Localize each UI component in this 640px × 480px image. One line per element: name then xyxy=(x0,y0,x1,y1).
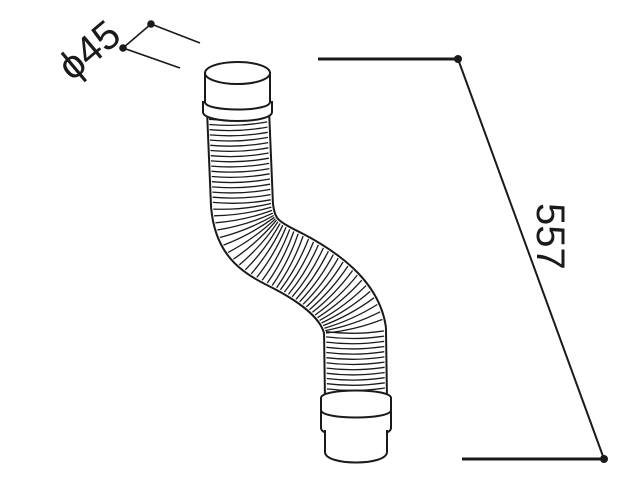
corrugation-ridge xyxy=(215,209,273,224)
corrugation-ridge xyxy=(276,235,304,289)
corrugation-ridge xyxy=(212,193,271,199)
corrugation-ridge xyxy=(238,221,279,266)
corrugation-ridge xyxy=(210,157,270,163)
hose-body xyxy=(208,108,386,401)
corrugation-ridge xyxy=(256,226,287,278)
corrugation-ridge xyxy=(214,206,272,217)
corrugation-ridge xyxy=(291,247,324,298)
corrugation-ridge xyxy=(324,303,378,329)
corrugation-ridge xyxy=(326,356,385,360)
corrugation-ridge xyxy=(305,261,344,308)
corrugation-ridge xyxy=(212,183,271,189)
corrugation-ridge xyxy=(325,330,385,334)
corrugation-ridge xyxy=(279,238,310,291)
corrugation-ridge xyxy=(299,254,334,303)
corrugation-ridge xyxy=(266,231,295,284)
bottom-end-fitting xyxy=(320,389,392,464)
corrugation-ridge xyxy=(326,340,385,345)
corrugation-ridge xyxy=(314,274,358,316)
length-label: 557 xyxy=(528,203,572,270)
corrugation-ridge xyxy=(326,361,385,366)
corrugation-ridge xyxy=(271,233,299,286)
diameter-arrow-dot-upper xyxy=(147,20,155,28)
length-arrow-dot-bottom xyxy=(600,455,608,463)
corrugation-ridge xyxy=(319,285,367,321)
corrugation-ridge xyxy=(283,241,315,293)
corrugation-ridge xyxy=(212,199,271,204)
corrugation-ridge xyxy=(210,147,269,153)
corrugation-ridge xyxy=(209,121,268,127)
diameter-extension-line-upper xyxy=(150,23,201,44)
diameter-extension-line-lower xyxy=(122,47,181,69)
corrugation-ridge xyxy=(217,212,274,231)
diameter-leader-line xyxy=(122,23,152,49)
top-pipe-opening xyxy=(204,61,271,85)
top-end-fitting xyxy=(202,61,273,122)
corrugation-ridge xyxy=(309,265,349,311)
corrugation-ridge xyxy=(326,382,385,386)
corrugation-ridge xyxy=(211,173,270,178)
length-arrow-dot-top xyxy=(454,55,462,63)
corrugation-ridge xyxy=(250,224,284,275)
corrugation-ridge xyxy=(287,244,319,295)
corrugation-ridge xyxy=(261,229,291,281)
corrugation-ridge xyxy=(211,162,270,168)
corrugation-ridge xyxy=(295,250,329,300)
corrugation-ridge xyxy=(302,257,339,305)
corrugation-ridge xyxy=(213,202,272,210)
corrugation-ridge xyxy=(210,141,269,147)
diameter-label: ϕ45 xyxy=(50,12,130,89)
diameter-dimension xyxy=(119,20,201,69)
length-dimension xyxy=(318,55,608,463)
length-dimension-line xyxy=(457,58,605,460)
corrugation-ridge xyxy=(326,371,385,376)
diameter-arrow-dot-lower xyxy=(119,44,127,52)
bottom-pipe-body xyxy=(324,430,388,464)
corrugation-ridge xyxy=(223,216,275,246)
corrugation-ridge xyxy=(326,366,385,371)
corrugation-ridge xyxy=(244,223,281,271)
corrugation-ridge xyxy=(209,136,269,142)
corrugation-ridge xyxy=(311,270,354,313)
bottom-ring-line xyxy=(320,409,392,419)
corrugation-ridge xyxy=(227,218,276,253)
corrugation-ridge xyxy=(321,290,371,324)
corrugation-ridge xyxy=(325,311,381,332)
corrugation-ridge xyxy=(317,279,363,319)
flexible-hose xyxy=(206,108,388,401)
corrugation-ridge xyxy=(209,126,268,132)
corrugation-ridge xyxy=(211,167,270,173)
corrugation-ridge xyxy=(326,345,385,350)
corrugation-ridge xyxy=(219,214,274,239)
corrugation-ridge xyxy=(322,297,375,327)
corrugation-ridge xyxy=(326,335,385,340)
corrugation-ridge xyxy=(326,351,385,355)
corrugation-ridge xyxy=(209,131,268,137)
corrugation-ridge xyxy=(210,152,269,158)
corrugation-ridge xyxy=(326,377,385,381)
corrugation-ridge xyxy=(233,219,277,260)
corrugation-ridge xyxy=(211,178,270,184)
corrugation-ridge xyxy=(212,188,271,194)
